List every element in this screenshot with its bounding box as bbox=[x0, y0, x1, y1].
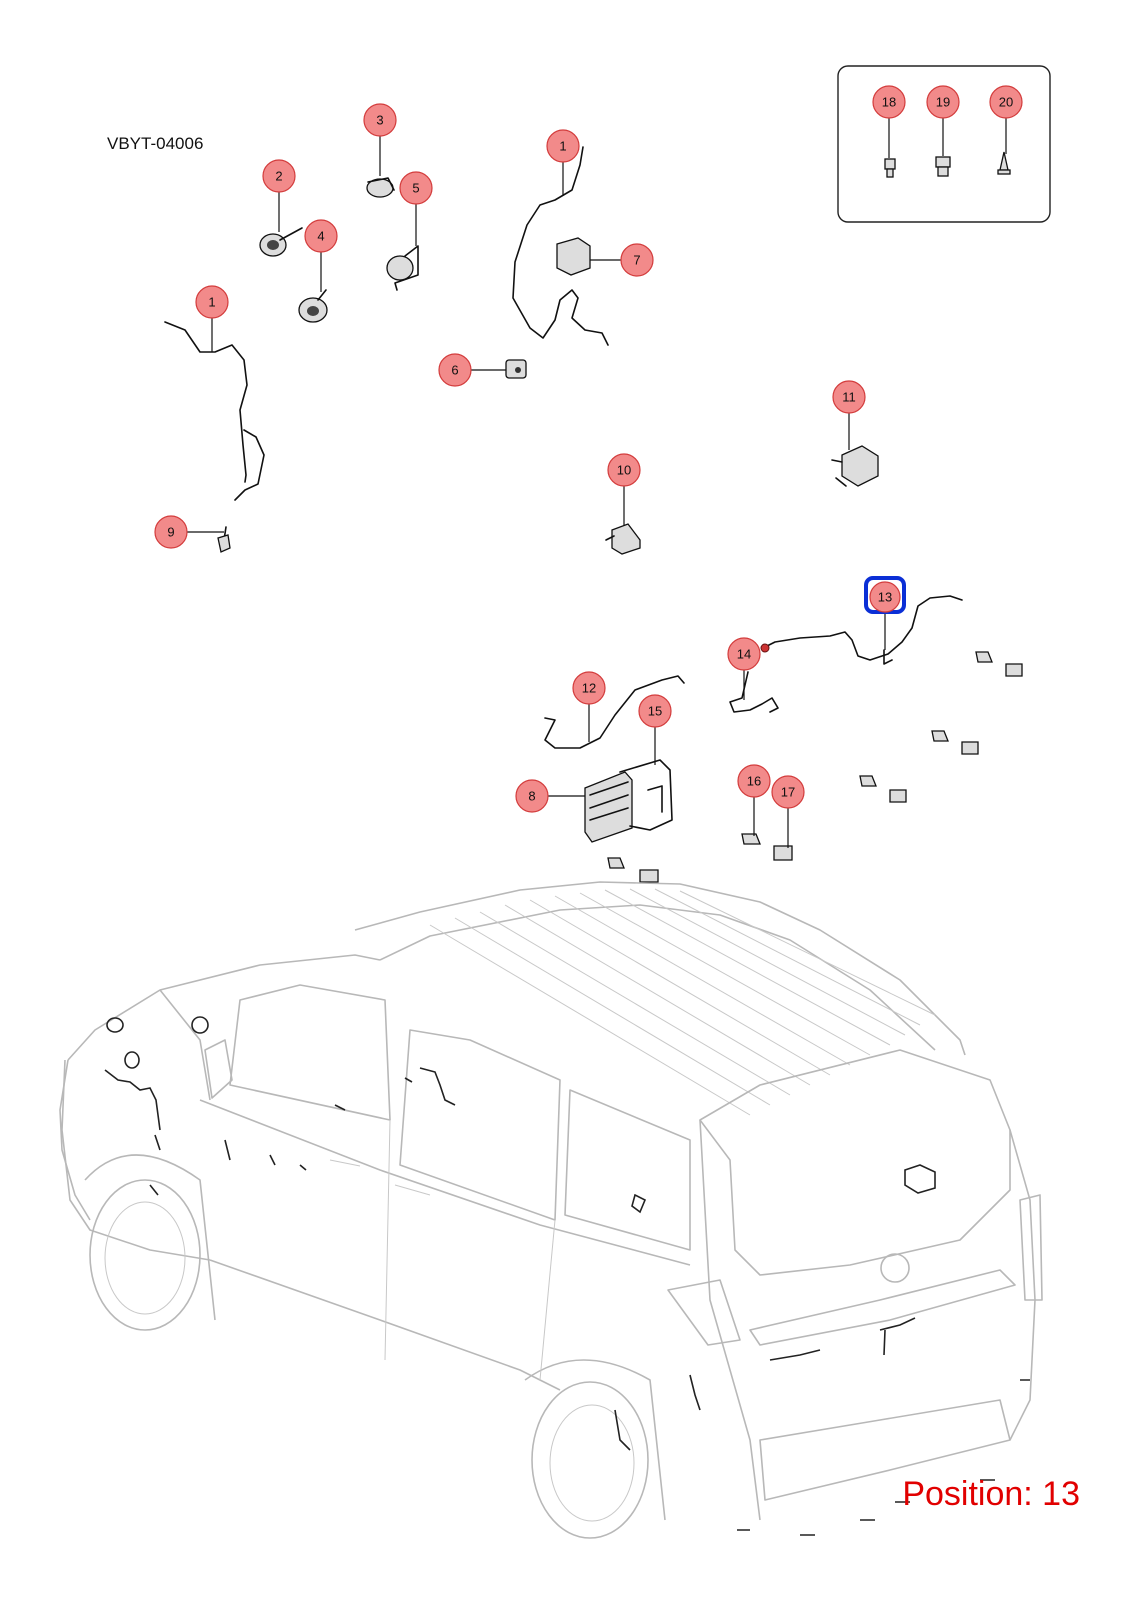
callout-7[interactable]: 7 bbox=[590, 243, 654, 277]
callout-5[interactable]: 5 bbox=[399, 171, 433, 246]
callout-9[interactable]: 9 bbox=[154, 515, 224, 549]
svg-text:15: 15 bbox=[648, 704, 662, 719]
svg-text:16: 16 bbox=[747, 774, 761, 789]
svg-text:7: 7 bbox=[633, 253, 640, 268]
parking-sensor-icon bbox=[741, 833, 793, 861]
vehicle-illustration bbox=[59, 881, 1043, 1539]
callout-13[interactable]: 13 bbox=[864, 576, 906, 650]
svg-text:17: 17 bbox=[781, 785, 795, 800]
horn-icon bbox=[259, 227, 303, 257]
callout-3[interactable]: 3 bbox=[363, 103, 397, 176]
svg-text:9: 9 bbox=[167, 525, 174, 540]
camera-icon bbox=[831, 445, 879, 487]
parking-sensor-harness-icon bbox=[762, 595, 963, 661]
callout-14[interactable]: 14 bbox=[727, 637, 761, 700]
callout-8[interactable]: 8 bbox=[515, 779, 585, 813]
nut-bolt-icon bbox=[935, 156, 951, 177]
position-indicator: Position: 13 bbox=[902, 1475, 1080, 1513]
svg-text:1: 1 bbox=[208, 295, 215, 310]
callout-19[interactable]: 19 bbox=[926, 85, 960, 156]
svg-text:18: 18 bbox=[882, 95, 896, 110]
callout-2[interactable]: 2 bbox=[262, 159, 296, 232]
fasteners-inset bbox=[837, 65, 1051, 223]
horn-icon bbox=[386, 245, 419, 291]
sensor-icon bbox=[505, 359, 527, 379]
callout-18[interactable]: 18 bbox=[872, 85, 906, 158]
diagram-code: VBYT-04006 bbox=[107, 134, 204, 153]
callout-17[interactable]: 17 bbox=[771, 775, 805, 848]
callout-1[interactable]: 1 bbox=[195, 285, 229, 352]
svg-text:14: 14 bbox=[737, 647, 751, 662]
horn-icon bbox=[298, 289, 328, 323]
parking-sensor-icon bbox=[859, 775, 907, 803]
ecu-module-icon bbox=[584, 771, 633, 843]
bolt-icon bbox=[884, 158, 896, 178]
callout-4[interactable]: 4 bbox=[304, 219, 338, 292]
wheel-speed-sensor-harness-icon bbox=[164, 321, 265, 501]
harness-icon bbox=[729, 671, 779, 713]
connector-icon bbox=[760, 643, 770, 653]
wheel-speed-sensor-harness-icon bbox=[512, 146, 609, 346]
callout-16[interactable]: 16 bbox=[737, 764, 771, 836]
svg-text:6: 6 bbox=[451, 363, 458, 378]
callout-1[interactable]: 1 bbox=[546, 129, 580, 196]
svg-text:20: 20 bbox=[999, 95, 1013, 110]
callout-10[interactable]: 10 bbox=[607, 453, 641, 526]
svg-text:4: 4 bbox=[317, 229, 324, 244]
clip-icon bbox=[997, 151, 1011, 175]
bracket-sensor-icon bbox=[605, 523, 641, 555]
control-module-icon bbox=[556, 237, 591, 276]
parking-sensor-icon bbox=[607, 857, 659, 883]
svg-text:13: 13 bbox=[878, 590, 892, 605]
callout-6[interactable]: 6 bbox=[438, 353, 506, 387]
svg-text:8: 8 bbox=[528, 789, 535, 804]
callout-20[interactable]: 20 bbox=[989, 85, 1023, 154]
svg-text:1: 1 bbox=[559, 139, 566, 154]
callout-12[interactable]: 12 bbox=[572, 671, 606, 742]
svg-text:19: 19 bbox=[936, 95, 950, 110]
horn-icon bbox=[366, 177, 395, 198]
harness-icon bbox=[544, 675, 685, 749]
tire-pressure-sensor-icon bbox=[217, 526, 231, 553]
parking-sensor-icon bbox=[931, 730, 979, 755]
svg-text:2: 2 bbox=[275, 169, 282, 184]
parking-sensor-icon bbox=[975, 651, 1023, 677]
harness-clip-icon bbox=[883, 649, 893, 665]
callout-15[interactable]: 15 bbox=[638, 694, 672, 765]
ecu-bracket-icon bbox=[619, 759, 673, 831]
callout-11[interactable]: 11 bbox=[832, 380, 866, 450]
svg-text:12: 12 bbox=[582, 681, 596, 696]
svg-text:5: 5 bbox=[412, 181, 419, 196]
svg-text:11: 11 bbox=[842, 390, 856, 405]
svg-text:10: 10 bbox=[617, 463, 631, 478]
svg-text:3: 3 bbox=[376, 113, 383, 128]
